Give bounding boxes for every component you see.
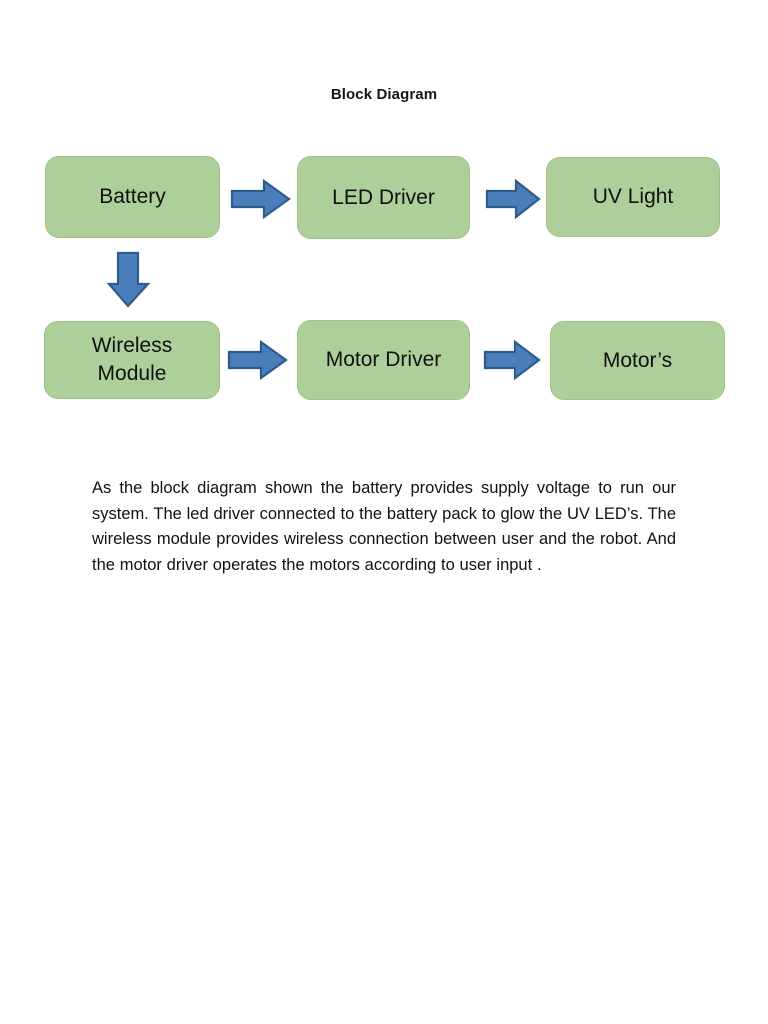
block-battery: Battery [45,156,220,238]
block-motor-driver: Motor Driver [297,320,470,400]
block-uv-light-label: UV Light [592,185,674,209]
arrow-right-icon [485,178,541,220]
block-motor-driver-label: Motor Driver [325,348,442,372]
arrow-right-icon [227,339,288,381]
block-motors-label: Motor’s [602,348,673,372]
block-wireless-module: Wireless Module [44,321,220,399]
block-led-driver-label: LED Driver [332,185,435,209]
arrow-right-icon [483,339,541,381]
description-paragraph: As the block diagram shown the battery p… [92,479,676,574]
block-battery-label: Battery [99,185,166,209]
block-led-driver: LED Driver [297,156,470,239]
page-title: Block Diagram [330,86,438,103]
block-wireless-module-label: Wireless Module [91,334,173,385]
block-motors: Motor’s [550,321,725,400]
arrow-right-icon [230,178,291,220]
block-uv-light: UV Light [546,157,720,237]
arrow-down-icon [106,251,151,308]
